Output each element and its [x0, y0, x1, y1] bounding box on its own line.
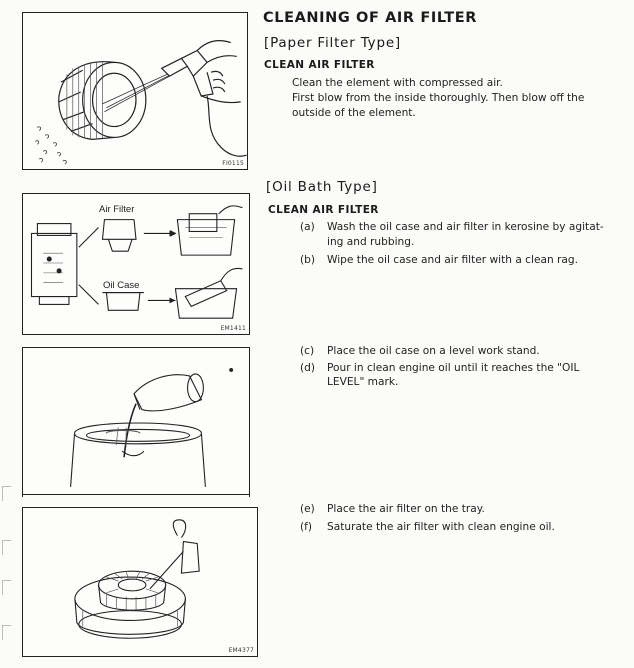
- step-f: (f) Saturate the air filter with clean e…: [300, 520, 630, 536]
- step-text: Saturate the air filter with clean engin…: [327, 521, 555, 533]
- step-marker: (a): [300, 221, 315, 233]
- oil-bath-illustration: [30, 205, 243, 319]
- page-title: CLEANING OF AIR FILTER: [263, 10, 478, 26]
- step-text: Wipe the oil case and air filter with a …: [327, 254, 578, 266]
- oil-case-label: Oil Case: [103, 280, 140, 291]
- figure-code: EM4377: [228, 647, 254, 654]
- step-text: Place the air filter on the tray.: [327, 503, 485, 515]
- step-d: (d) Pour in clean engine oil until it re…: [300, 361, 630, 391]
- step-marker: (e): [300, 503, 315, 515]
- paper-filter-label: CLEAN AIR FILTER: [264, 59, 375, 71]
- step-a: (a) Wash the oil case and air filter in …: [300, 220, 630, 250]
- step-marker: (d): [300, 362, 315, 374]
- paper-filter-line-1: Clean the element with compressed air.: [292, 77, 503, 89]
- oil-bath-subheading: [Oil Bath Type]: [266, 179, 378, 195]
- paper-filter-line-2: First blow from the inside thoroughly. T…: [292, 92, 585, 104]
- step-text: Place the oil case on a level work stand…: [327, 345, 540, 357]
- margin-mark: [2, 486, 11, 501]
- step-text-cont: ing and rubbing.: [327, 236, 415, 248]
- paper-filter-subheading: [Paper Filter Type]: [264, 35, 401, 51]
- step-text-cont: LEVEL" mark.: [327, 376, 399, 388]
- figure-oil-bath-wash: Air Filter Oil Case EM1411: [22, 193, 250, 335]
- figure-bottom-rule: [22, 494, 250, 495]
- step-e: (e) Place the air filter on the tray.: [300, 502, 630, 518]
- margin-mark: [2, 540, 11, 555]
- saturate-filter-illustration: [74, 519, 200, 639]
- pour-oil-illustration: [70, 368, 234, 487]
- oil-bath-label: CLEAN AIR FILTER: [268, 204, 379, 216]
- figure-saturate-filter: EM4377: [22, 507, 258, 657]
- step-c: (c) Place the oil case on a level work s…: [300, 344, 630, 360]
- step-text: Pour in clean engine oil until it reache…: [327, 362, 580, 374]
- air-filter-label: Air Filter: [99, 204, 135, 215]
- paper-filter-illustration: [35, 40, 247, 165]
- paper-filter-line-3: outside of the element.: [292, 107, 416, 119]
- step-marker: (b): [300, 254, 315, 266]
- figure-pour-oil: [22, 347, 250, 497]
- step-marker: (f): [300, 521, 312, 533]
- step-marker: (c): [300, 345, 315, 357]
- margin-mark: [2, 580, 11, 595]
- step-text: Wash the oil case and air filter in kero…: [327, 221, 604, 233]
- step-b: (b) Wipe the oil case and air filter wit…: [300, 253, 630, 269]
- figure-code: EM1411: [220, 325, 246, 332]
- figure-paper-filter: FI0115: [22, 12, 248, 170]
- figure-code: FI0115: [222, 160, 244, 167]
- margin-mark: [2, 625, 11, 640]
